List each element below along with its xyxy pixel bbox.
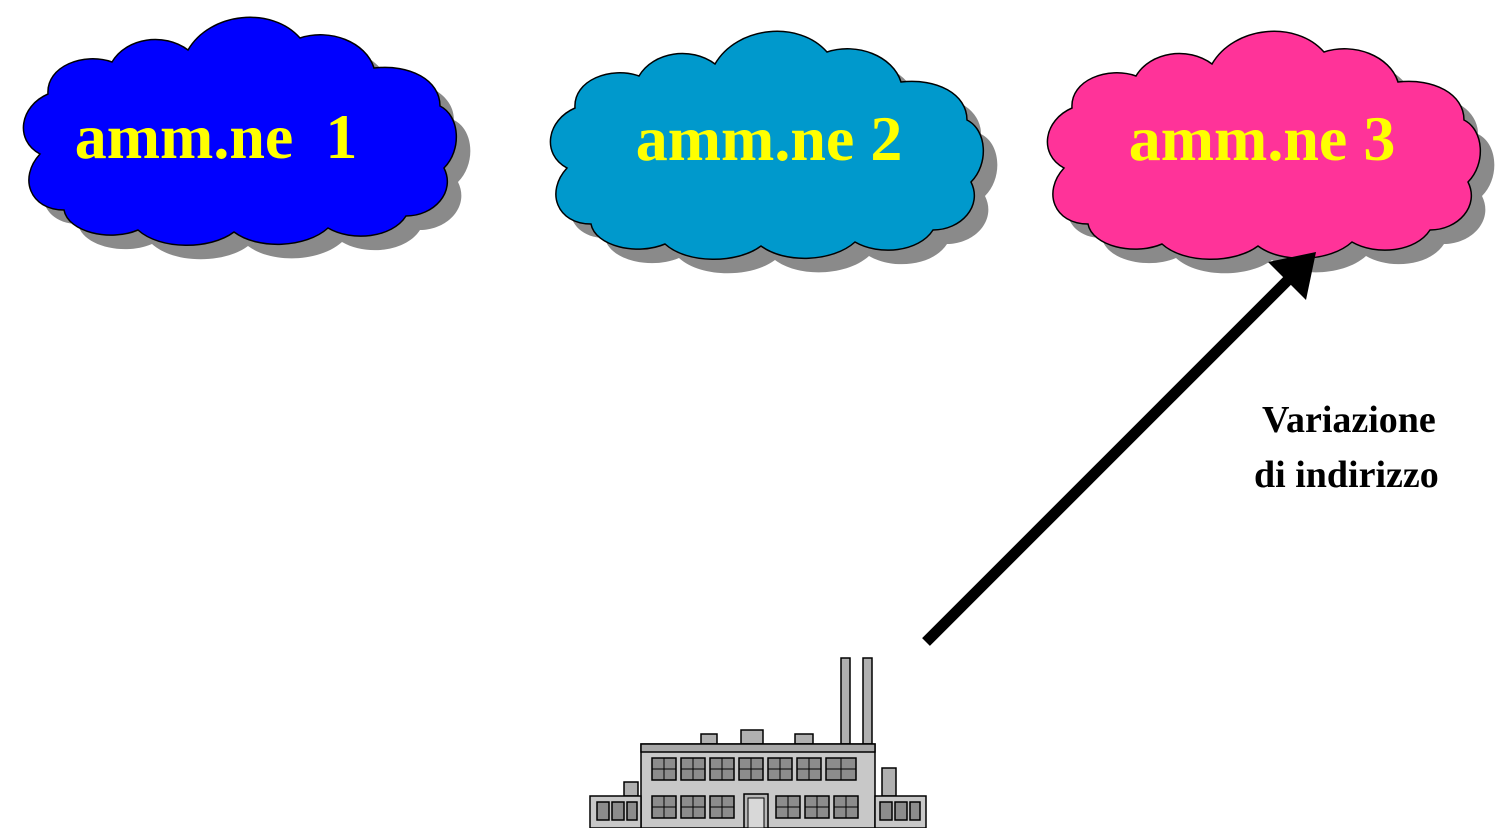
cloud-label: amm.ne 2 — [636, 103, 903, 174]
arrow-head-icon — [1268, 252, 1316, 300]
cloud-amministrazione-3: amm.ne 3 — [1046, 30, 1495, 274]
arrow-label-line-2: di indirizzo — [1254, 454, 1439, 496]
cloud-amministrazione-2: amm.ne 2 — [549, 30, 998, 274]
arrow-shaft — [922, 274, 1294, 646]
cloud-label: amm.ne 3 — [1129, 103, 1396, 174]
cloud-amministrazione-1: amm.ne 1 — [22, 16, 471, 260]
address-change-arrow — [922, 252, 1316, 646]
factory-icon — [589, 657, 927, 828]
arrow-label-line-1: Variazione — [1262, 399, 1436, 441]
cloud-label: amm.ne 1 — [75, 101, 358, 172]
